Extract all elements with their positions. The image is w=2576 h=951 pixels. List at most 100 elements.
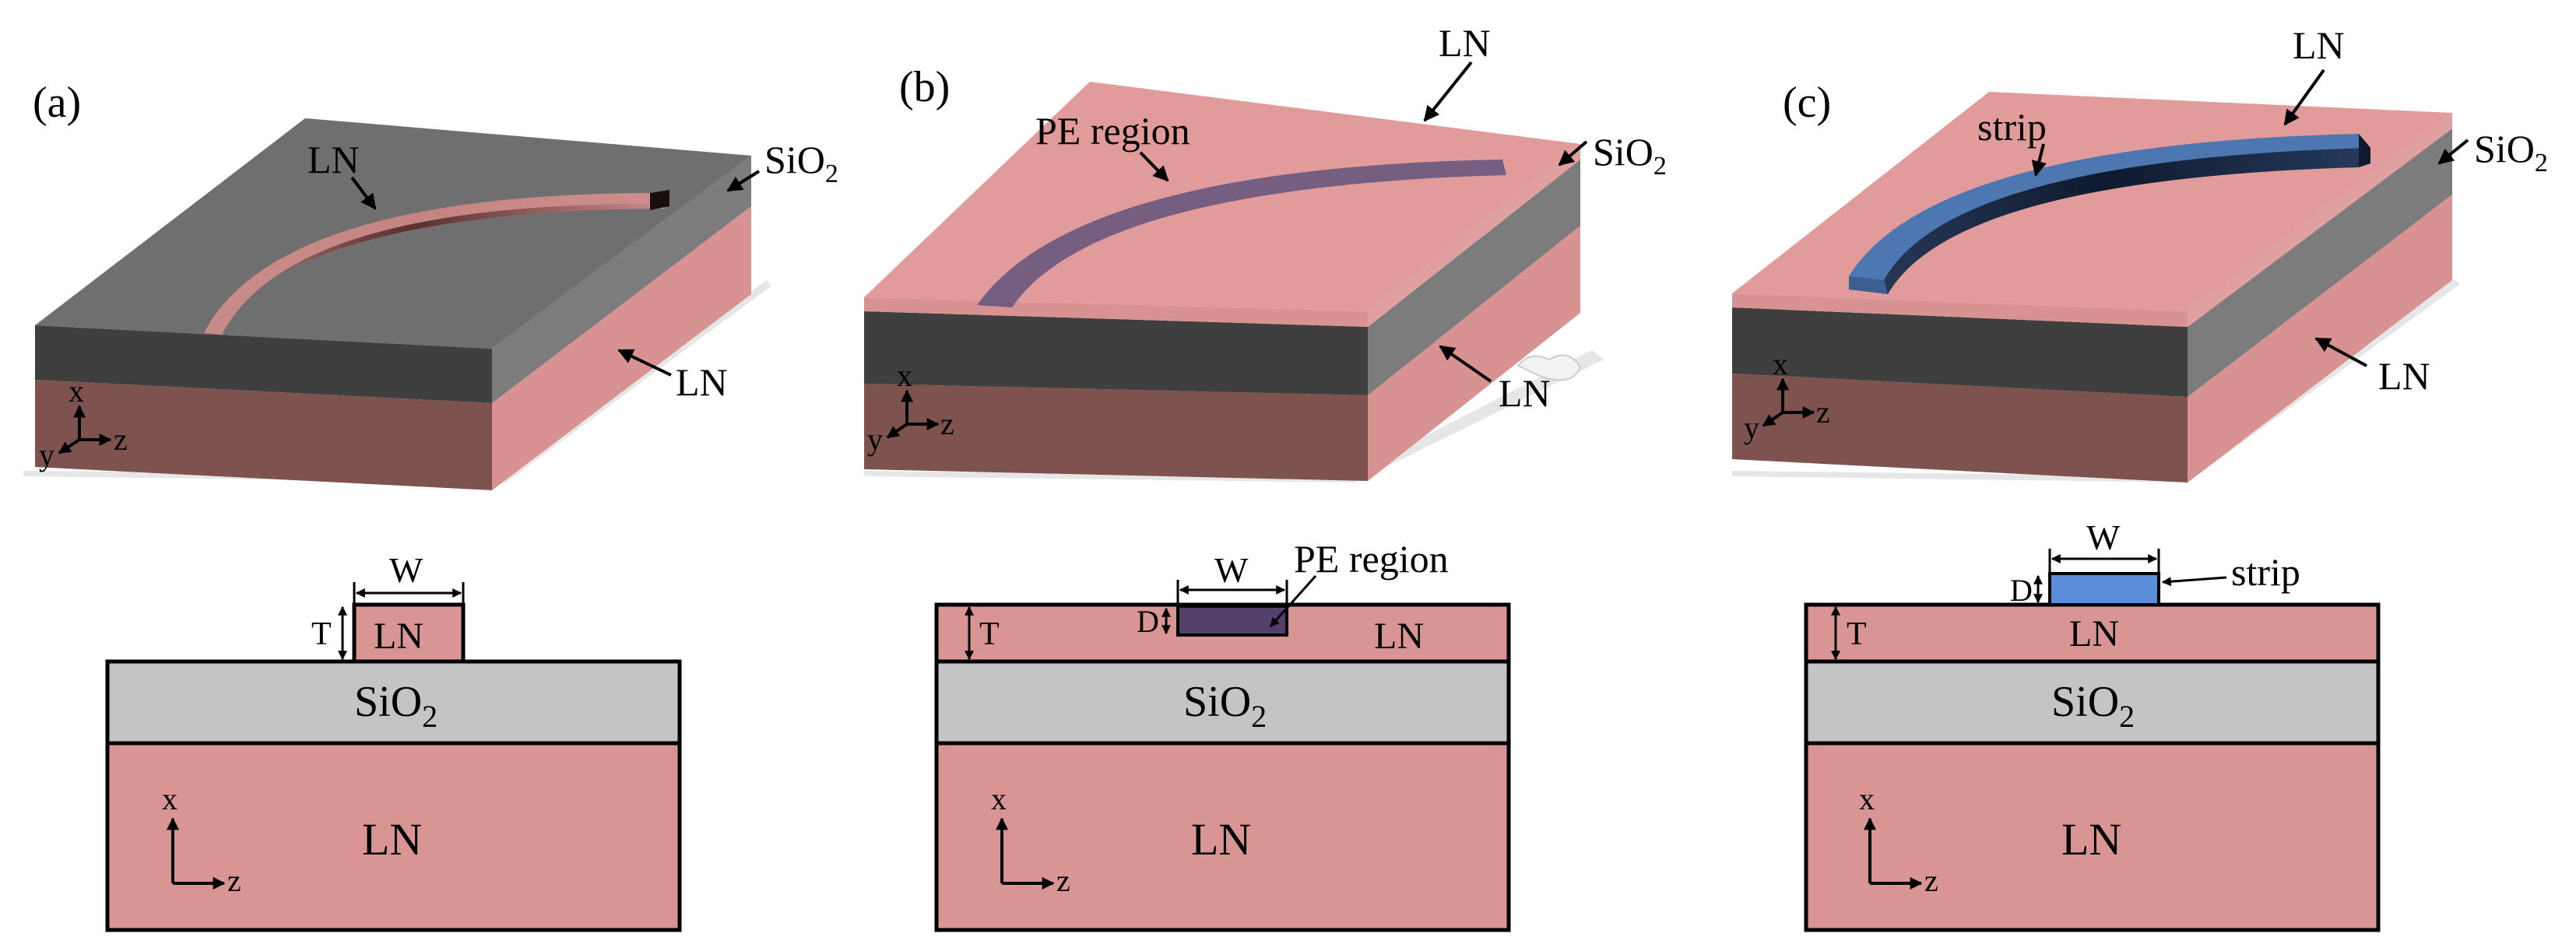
iso-substrate-front [1732, 374, 2188, 483]
cross-substrate-label: LN [362, 814, 422, 865]
axes-3d: x z y [1744, 346, 1830, 445]
iso-shadow [864, 350, 1604, 483]
iso-strip-wall [1849, 146, 2359, 294]
panel-c-tag: (c) [1783, 79, 1831, 127]
cross-film [1804, 602, 2381, 664]
cross-film-label: LN [2069, 613, 2119, 654]
axis-x-label: x [1773, 346, 1788, 381]
iso-cladding-side [492, 156, 751, 403]
cladding-arrow [2437, 139, 2469, 165]
axis-z-label: z [227, 863, 241, 898]
width-label: W [2086, 518, 2121, 557]
depth-label: D [2010, 573, 2033, 608]
iso-film-front [1732, 293, 2188, 327]
panel-a-iso-view: x z y LN SiO2 LN [23, 118, 838, 490]
cross-cladding-label: SiO2 [1183, 678, 1267, 734]
iso-shadow-blob [1516, 354, 1582, 381]
iso-cladding-front [1732, 307, 2188, 397]
substrate-arrow [1439, 345, 1492, 383]
axes-3d: x z y [39, 374, 128, 472]
axis-x-label: x [991, 781, 1007, 816]
iso-cladding-front [35, 325, 492, 403]
cladding-arrow [726, 170, 761, 192]
cross-guide-label: LN [374, 616, 423, 657]
cross-cladding [105, 659, 682, 746]
iso-cladding-label: SiO2 [2474, 127, 2548, 177]
iso-top-label: LN [2293, 23, 2345, 67]
axis-z-label: z [114, 422, 128, 457]
cross-cladding-label: SiO2 [2051, 678, 2135, 734]
region-arrow [1269, 575, 1317, 627]
axis-z-label: z [940, 406, 954, 441]
cladding-arrow [1558, 140, 1588, 167]
cross-region-label: PE region [1294, 537, 1449, 581]
cross-region [1176, 605, 1288, 637]
panel-c-iso-view: x z y LN strip SiO2 LN [1732, 23, 2548, 483]
strip-arrow [2031, 143, 2047, 177]
axis-x-label: x [1859, 781, 1875, 816]
cross-substrate [1804, 741, 2381, 932]
cross-substrate-label: LN [2061, 814, 2121, 865]
iso-cladding-label: SiO2 [764, 138, 838, 188]
substrate-arrow [2314, 337, 2367, 367]
iso-pe-region [977, 160, 1506, 307]
cross-cladding-label: SiO2 [354, 678, 438, 734]
thickness-label: T [979, 616, 1000, 652]
iso-cladding-label: SiO2 [1593, 130, 1667, 181]
iso-film-side [2188, 113, 2452, 327]
iso-substrate-side [1368, 226, 1580, 481]
axis-z-label: z [1816, 395, 1830, 430]
cross-guide [352, 602, 466, 664]
top-arrow [1423, 61, 1473, 122]
axis-y-label: y [867, 422, 883, 457]
iso-film-side [1368, 144, 1580, 327]
panel-a-cross-section: W T LN SiO2 LN x z [105, 550, 682, 932]
iso-cladding-front [864, 311, 1368, 395]
axes-2d: x z [1859, 781, 1938, 898]
panel-b-tag: (b) [899, 63, 950, 111]
substrate-arrow [617, 349, 672, 377]
thickness-label: T [1847, 616, 1867, 652]
iso-guide-end [650, 190, 669, 210]
iso-strip-top [1849, 134, 2370, 280]
cross-substrate-label: LN [1191, 814, 1251, 865]
panel-a: (a) x z y L [23, 79, 838, 932]
axis-x-label: x [897, 358, 912, 393]
axes-2d: x z [991, 781, 1070, 898]
top-arrow [2283, 68, 2325, 126]
depth-label: D [1137, 604, 1159, 639]
panel-b-cross-section: W D T PE region LN SiO2 LN x z [934, 537, 1511, 932]
iso-strip-end [2359, 134, 2370, 167]
panel-b-iso-view: x z y LN PE region SiO2 LN [864, 21, 1667, 483]
panel-a-tag: (a) [33, 79, 81, 127]
axis-x-label: x [69, 374, 84, 409]
thickness-label: T [311, 616, 332, 652]
iso-substrate-label: LN [2378, 354, 2430, 398]
iso-cladding-side [1368, 160, 1580, 395]
iso-substrate-side [492, 206, 751, 490]
axis-y-label: y [39, 437, 54, 472]
axis-z-label: z [1924, 863, 1938, 898]
axes-2d: x z [162, 781, 241, 898]
strip-arrow [2161, 576, 2227, 587]
iso-guide-top [204, 193, 650, 335]
iso-substrate-front [35, 380, 492, 490]
iso-top-label: LN [1439, 21, 1491, 65]
iso-strip-start [1849, 276, 1888, 294]
iso-guide-label: LN [308, 138, 360, 181]
width-label: W [1214, 550, 1249, 590]
panel-b: (b) x z y LN PE region [864, 21, 1667, 932]
iso-cladding-side [2188, 128, 2452, 397]
cross-substrate [934, 741, 1511, 932]
iso-substrate-label: LN [1499, 371, 1551, 415]
axes-3d: x z y [867, 358, 954, 457]
width-label: W [389, 550, 423, 590]
panel-c: (c) x z y LN strip [1732, 23, 2548, 932]
guide-arrow [350, 176, 377, 210]
iso-strip-label: strip [1977, 105, 2047, 149]
axis-z-label: z [1056, 863, 1070, 898]
cross-strip-label: strip [2231, 550, 2300, 594]
panel-c-cross-section: W D T strip LN SiO2 LN x z [1804, 518, 2381, 932]
iso-substrate-front [864, 384, 1368, 481]
